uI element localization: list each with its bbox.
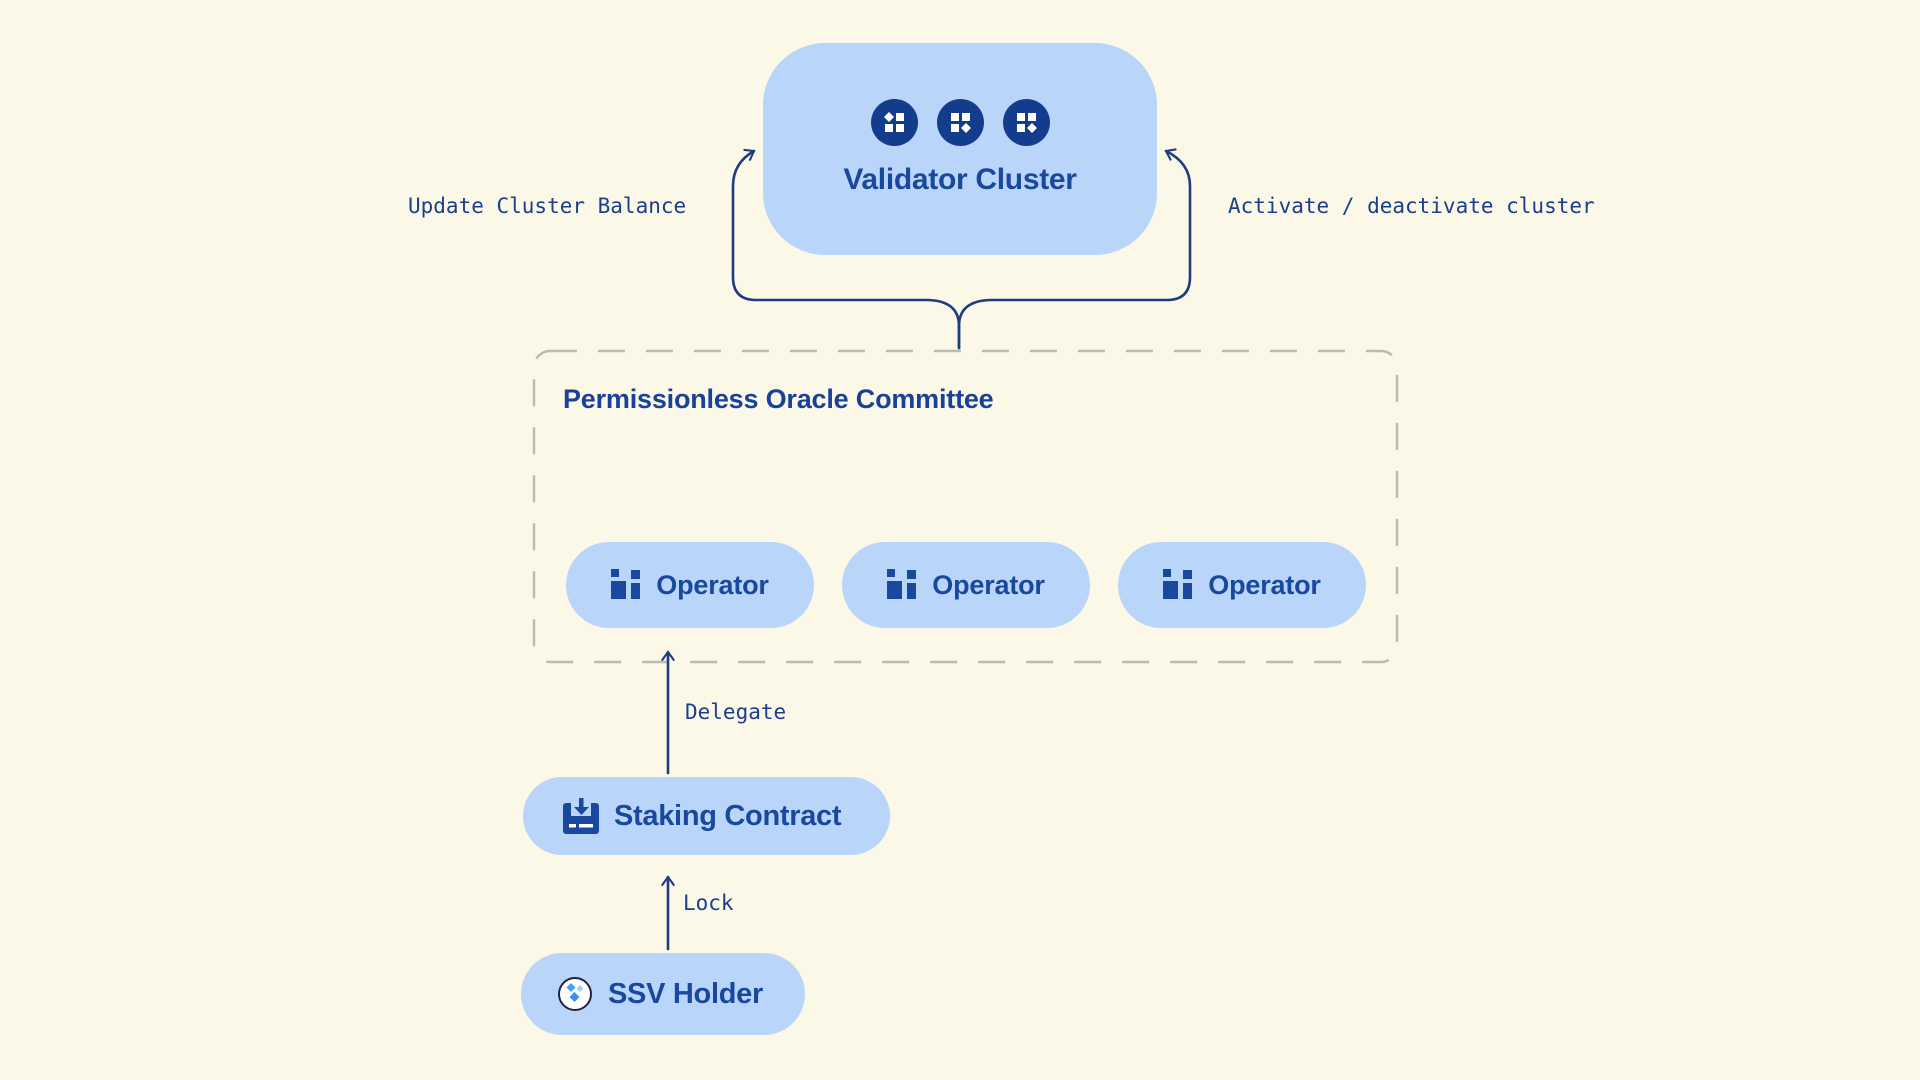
ssv-holder-label: SSV Holder <box>608 977 763 1010</box>
operator-row: Operator Operator Operator <box>566 542 1366 628</box>
operator-bars-icon <box>887 569 917 599</box>
oracle-committee-group: Permissionless Oracle Committee Operator <box>533 350 1398 663</box>
activate-deactivate-label: Activate / deactivate cluster <box>1228 194 1595 218</box>
committee-title: Permissionless Oracle Committee <box>563 384 994 414</box>
validator-grid-icon <box>870 99 918 146</box>
ssv-token-icon <box>558 977 592 1011</box>
operator-label: Operator <box>932 569 1045 600</box>
operator-bars-icon <box>1163 569 1193 599</box>
staking-contract-node: Staking Contract <box>523 777 890 855</box>
ssv-holder-node: SSV Holder <box>521 953 805 1035</box>
validator-grid-icon <box>1002 99 1050 146</box>
validator-grid-icon <box>936 99 984 146</box>
validator-cluster-node: Validator Cluster <box>763 43 1157 255</box>
operator-label: Operator <box>656 569 769 600</box>
delegate-label: Delegate <box>685 700 787 724</box>
staking-contract-label: Staking Contract <box>614 799 842 832</box>
operator-node: Operator <box>566 542 814 628</box>
validator-cluster-label: Validator Cluster <box>843 163 1077 196</box>
operator-label: Operator <box>1208 569 1321 600</box>
operator-bars-icon <box>611 569 641 599</box>
validator-node-icons <box>870 99 1050 146</box>
update-cluster-balance-label: Update Cluster Balance <box>408 194 687 218</box>
lock-label: Lock <box>683 891 734 915</box>
operator-node: Operator <box>842 542 1090 628</box>
deposit-box-icon <box>563 798 599 834</box>
operator-node: Operator <box>1118 542 1366 628</box>
